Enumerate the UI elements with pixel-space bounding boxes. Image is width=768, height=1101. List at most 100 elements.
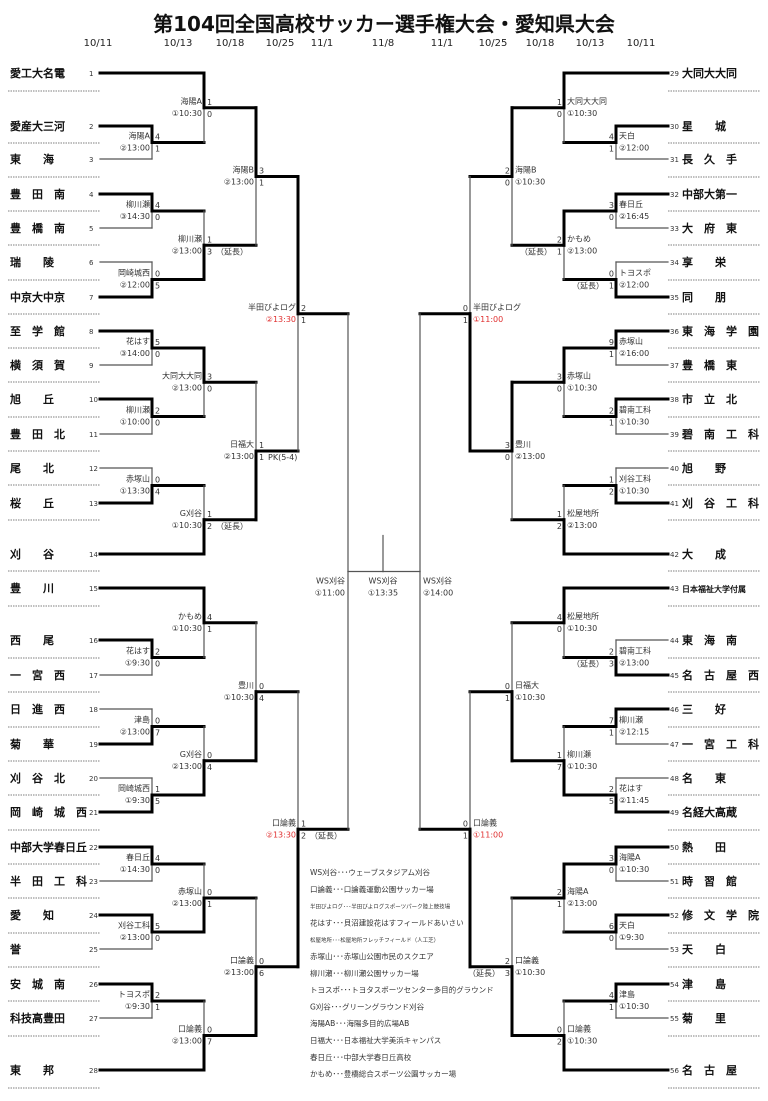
- score-top: 1: [557, 98, 562, 107]
- match-venue: 海陽B: [515, 165, 537, 175]
- team-name: 享 栄: [682, 255, 727, 269]
- match-venue: 天白: [619, 920, 635, 930]
- team-seed: 46: [670, 706, 679, 714]
- team-name: 碧 南 工 科: [681, 427, 759, 441]
- score-top: 1: [557, 510, 562, 519]
- team-seed: 33: [670, 225, 679, 233]
- match-time: ①10:30: [515, 178, 545, 187]
- page-title: 第104回全国高校サッカー選手権大会・愛知県大会: [153, 12, 615, 36]
- score-top: 4: [557, 613, 562, 622]
- team-seed: 25: [89, 946, 98, 954]
- team-seed: 3: [89, 156, 93, 164]
- score-bottom: 3: [207, 247, 212, 256]
- team-seed: 16: [89, 637, 98, 645]
- team-seed: 53: [670, 946, 679, 954]
- team-name: 豊 田 北: [10, 427, 65, 441]
- score-bottom: 1: [301, 316, 306, 325]
- score-top: 0: [505, 682, 510, 691]
- team-seed: 52: [670, 912, 679, 920]
- score-top: 0: [259, 957, 264, 966]
- match-venue: 口論義: [272, 817, 296, 827]
- team-seed: 32: [670, 191, 679, 199]
- round-date-right: 10/11: [626, 38, 656, 49]
- score-bottom: 2: [557, 522, 562, 531]
- team-seed: 27: [89, 1015, 98, 1023]
- team-seed: 35: [670, 294, 679, 302]
- team-name: 瑞 陵: [10, 255, 55, 269]
- semifinal-time: ①11:00: [315, 589, 345, 598]
- score-top: 1: [155, 785, 160, 794]
- match-venue: 天白: [619, 131, 635, 141]
- team-name: 同 朋: [682, 291, 726, 304]
- match-venue: 花はす: [126, 646, 150, 656]
- match-venue: 柳川瀬: [126, 405, 150, 415]
- team-seed: 14: [89, 551, 98, 559]
- match-time: ①10:30: [567, 383, 597, 392]
- team-name: 豊 川: [10, 581, 54, 595]
- round-date-right: 11/1: [430, 38, 454, 49]
- score-top: 4: [155, 854, 160, 863]
- match-note: （延長）: [468, 968, 500, 978]
- score-top: 9: [609, 338, 614, 347]
- score-top: 4: [207, 613, 212, 622]
- venue-legend-item: 柳川瀬･･･柳川瀬公園サッカー場: [310, 968, 419, 978]
- score-bottom: 1: [463, 316, 468, 325]
- team-seed: 30: [670, 123, 679, 131]
- match-venue: 半田びよログ: [473, 302, 521, 312]
- semifinal-venue: WS刈谷: [423, 576, 452, 586]
- team-name: 東 海 南: [682, 633, 737, 647]
- match-time: ②12:00: [619, 144, 649, 153]
- team-seed: 17: [89, 672, 98, 680]
- match-note: （延長）: [216, 521, 248, 531]
- score-bottom: 1: [557, 247, 562, 256]
- team-seed: 11: [89, 431, 98, 439]
- score-bottom: 6: [259, 969, 264, 978]
- score-top: 1: [259, 441, 264, 450]
- match-venue: 海陽B: [233, 165, 255, 175]
- team-seed: 20: [89, 775, 98, 783]
- score-bottom: 1: [609, 1003, 614, 1012]
- match-time: ①9:30: [125, 659, 150, 668]
- match-time: ②13:00: [515, 452, 545, 461]
- team-name: 名 古 屋 西: [682, 668, 759, 682]
- score-bottom: 0: [155, 934, 160, 943]
- match-note: （延長）: [216, 246, 248, 256]
- team-name: 三 好: [682, 702, 726, 716]
- score-bottom: 1: [609, 282, 614, 291]
- team-seed: 28: [89, 1067, 98, 1075]
- match-time: ①14:30: [120, 865, 150, 874]
- match-time: ②13:00: [224, 178, 254, 187]
- match-time: ①10:30: [619, 487, 649, 496]
- match-time: ②13:00: [120, 144, 150, 153]
- team-name: 中京大中京: [10, 290, 65, 304]
- semifinal-time: ②14:00: [423, 589, 453, 598]
- score-top: 3: [505, 441, 510, 450]
- team-name: 大 成: [682, 547, 726, 561]
- score-bottom: 1: [609, 419, 614, 428]
- match-venue: 口論義: [515, 955, 539, 965]
- final-time: ①13:35: [368, 589, 398, 598]
- round-date-right: 10/18: [525, 38, 555, 49]
- team-name: 刈 谷 工 科: [682, 496, 759, 510]
- team-seed: 8: [89, 328, 93, 336]
- match-venue: G刈谷: [180, 508, 202, 518]
- score-bottom: 5: [609, 797, 614, 806]
- team-name: 刈 谷: [10, 547, 55, 561]
- team-seed: 55: [670, 1015, 679, 1023]
- team-seed: 38: [670, 396, 679, 404]
- team-name: 天 白: [682, 942, 726, 956]
- score-bottom: 1: [259, 179, 264, 188]
- score-top: 2: [609, 407, 614, 416]
- team-name: 豊 橋 東: [682, 358, 738, 372]
- team-name: 熱 田: [682, 840, 726, 854]
- score-bottom: 2: [609, 488, 614, 497]
- match-time: ③14:30: [120, 212, 150, 221]
- match-venue: 大同大大同: [162, 370, 202, 380]
- score-bottom: 7: [207, 1038, 212, 1047]
- match-time: ②13:00: [224, 968, 254, 977]
- match-time: ②13:00: [619, 659, 649, 668]
- venue-legend-item: 海陽AB･･･海陽多目的広場AB: [310, 1018, 409, 1028]
- team-name: 名 古 屋: [682, 1063, 737, 1077]
